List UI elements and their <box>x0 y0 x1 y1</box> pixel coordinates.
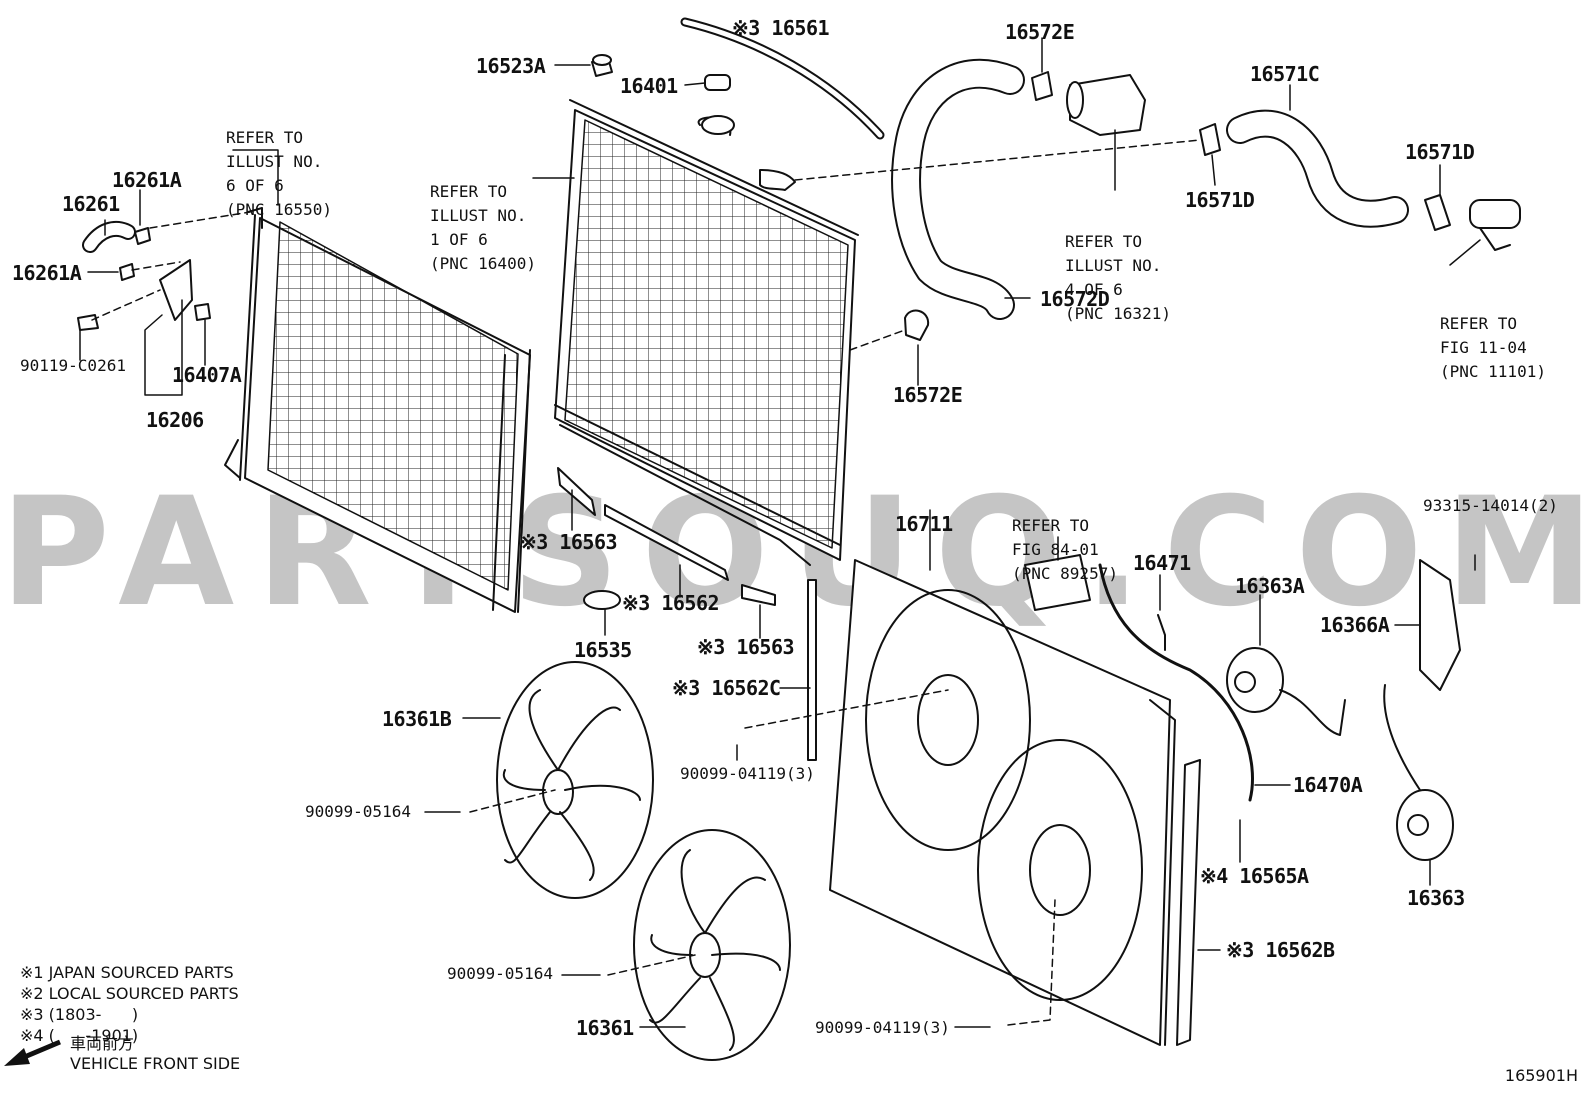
seal-16562 <box>604 504 729 581</box>
front-arrow-icon <box>4 1039 61 1066</box>
part-16572D[interactable]: 16572D <box>1040 287 1110 311</box>
motor-16363A <box>1226 647 1346 736</box>
part-16471[interactable]: 16471 <box>1133 551 1191 575</box>
cap-16401 <box>704 74 731 91</box>
wire-16470A <box>1098 563 1254 802</box>
part-16261[interactable]: 16261 <box>62 192 120 216</box>
fan-resistor <box>1024 554 1091 611</box>
part-16363[interactable]: 16363 <box>1407 886 1465 910</box>
clamp-16571D <box>1199 123 1221 156</box>
part-16563-top[interactable]: ※3 16563 <box>520 530 618 554</box>
legend-notes: ※1 JAPAN SOURCED PARTS※2 LOCAL SOURCED P… <box>20 963 239 1045</box>
fan-shroud <box>829 559 1176 1046</box>
part-90099-05164-b[interactable]: 90099-05164 <box>447 964 553 983</box>
pin-16471 <box>1157 614 1166 651</box>
seal-16562C <box>807 579 817 761</box>
part-16363A[interactable]: 16363A <box>1235 574 1305 598</box>
part-16562C[interactable]: ※3 16562C <box>672 676 781 700</box>
part-16206[interactable]: 16206 <box>146 408 204 432</box>
part-16361[interactable]: 16361 <box>576 1016 634 1040</box>
fan-16361 <box>633 829 791 1061</box>
part-16535[interactable]: 16535 <box>574 638 632 662</box>
part-90099-05164-a[interactable]: 90099-05164 <box>305 802 411 821</box>
part-16470A[interactable]: 16470A <box>1293 773 1363 797</box>
leader-lines <box>79 37 1481 1028</box>
part-16361B[interactable]: 16361B <box>382 707 452 731</box>
part-16401[interactable]: 16401 <box>620 74 678 98</box>
condenser <box>224 207 531 613</box>
part-16572E-top[interactable]: 16572E <box>1005 20 1075 44</box>
part-16366A[interactable]: 16366A <box>1320 613 1390 637</box>
part-90119-C0261[interactable]: 90119-C0261 <box>20 356 126 375</box>
part-90099-04119-b[interactable]: 90099-04119(3) <box>815 1018 950 1037</box>
part-16571C[interactable]: 16571C <box>1250 62 1320 86</box>
hose-16571C <box>1226 109 1409 228</box>
part-90099-04119-a[interactable]: 90099-04119(3) <box>680 764 815 783</box>
figure-id: 165901H <box>1504 1066 1578 1085</box>
part-16562[interactable]: ※3 16562 <box>622 591 720 615</box>
part-16572E-low[interactable]: 16572E <box>893 383 963 407</box>
outlet-fitting <box>1424 194 1521 251</box>
hose-16261 <box>82 220 136 253</box>
bracket-16206 <box>159 259 193 321</box>
clamp-16572E-low <box>904 309 930 341</box>
seal-16563-a <box>557 467 596 516</box>
fan-16361B <box>496 661 654 899</box>
part-93315-14014[interactable]: 93315-14014(2) <box>1423 496 1558 515</box>
part-16571D-right[interactable]: 16571D <box>1405 140 1475 164</box>
cap-16523A <box>591 54 613 77</box>
part-16261A-top[interactable]: 16261A <box>112 168 182 192</box>
part-16523A[interactable]: 16523A <box>476 54 546 78</box>
part-16407A[interactable]: 16407A <box>172 363 242 387</box>
grommet-16535 <box>583 590 621 610</box>
part-16562B[interactable]: ※3 16562B <box>1226 938 1335 962</box>
motor-16363 <box>1383 684 1454 861</box>
dashed-lines <box>91 139 1201 1026</box>
part-16571D-mid[interactable]: 16571D <box>1185 188 1255 212</box>
seal-16563-b <box>741 584 776 606</box>
part-16565A[interactable]: ※4 16565A <box>1200 864 1309 888</box>
radiator <box>554 99 859 566</box>
part-16561[interactable]: ※3 16561 <box>732 16 830 40</box>
water-outlet <box>1066 74 1146 136</box>
seal-16562B <box>1176 759 1201 1046</box>
part-16711[interactable]: 16711 <box>895 512 953 536</box>
hose-16572D <box>891 58 1025 320</box>
part-16563-low[interactable]: ※3 16563 <box>697 635 795 659</box>
clamp-16572E <box>1031 71 1053 101</box>
bracket-16366A <box>1419 559 1461 691</box>
part-16261A-low[interactable]: 16261A <box>12 261 82 285</box>
